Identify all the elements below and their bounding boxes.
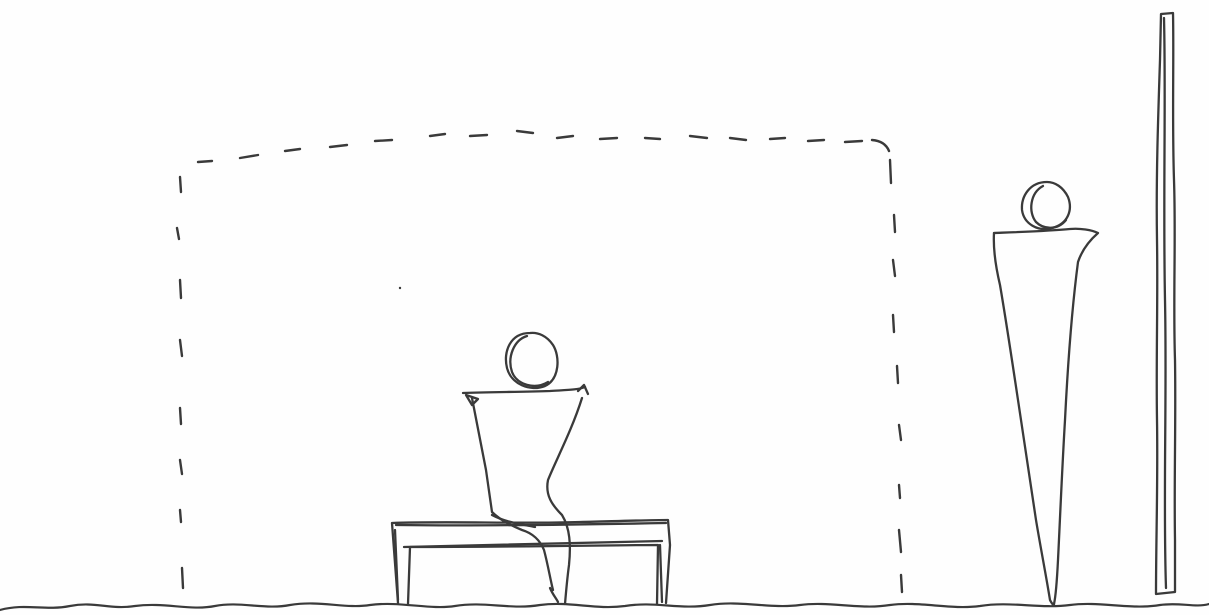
- ground-line: [0, 603, 1209, 610]
- bench: [392, 520, 670, 604]
- stray-mark: [399, 287, 401, 289]
- vertical-pole: [1156, 13, 1175, 594]
- standing-figure: [994, 182, 1098, 605]
- seated-figure: [463, 333, 588, 604]
